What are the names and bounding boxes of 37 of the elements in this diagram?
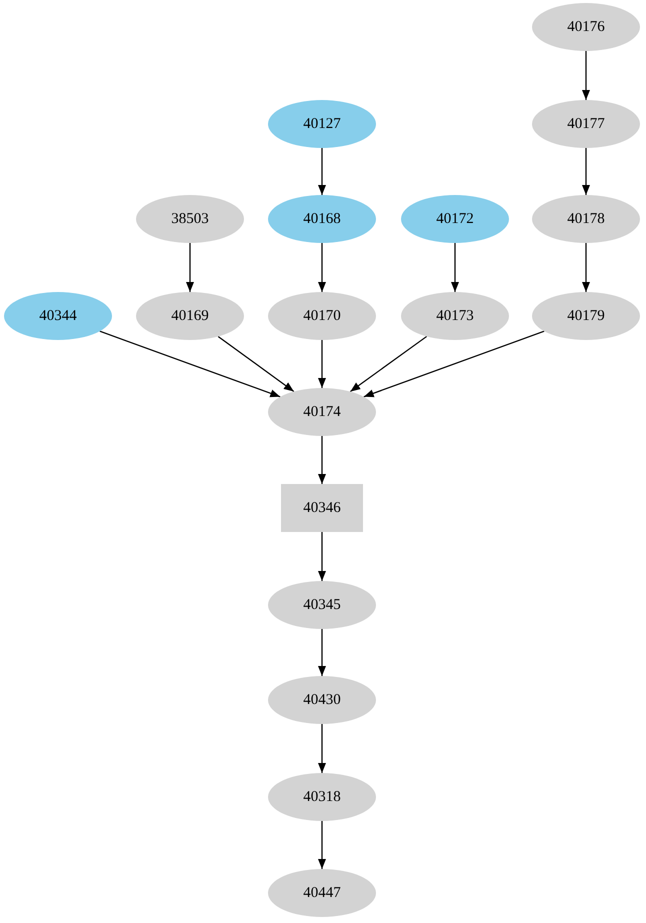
process-box bbox=[281, 484, 363, 532]
arrow bbox=[364, 330, 544, 398]
arrow bbox=[582, 51, 590, 100]
arrow bbox=[582, 243, 590, 292]
arrow bbox=[318, 629, 326, 676]
node-label: 38503 bbox=[171, 210, 209, 228]
node-label: 40169 bbox=[171, 308, 209, 324]
node-label: 40447 bbox=[303, 884, 341, 902]
node-label: 40173 bbox=[436, 308, 474, 324]
arrow bbox=[582, 148, 590, 195]
node-label: 40345 bbox=[303, 596, 341, 614]
arrow bbox=[318, 532, 326, 581]
arrow bbox=[218, 336, 294, 392]
arrow bbox=[318, 243, 326, 292]
arrow bbox=[451, 243, 459, 292]
arrow bbox=[318, 340, 326, 388]
node-label: 40177 bbox=[567, 116, 605, 132]
node-label: 40346 bbox=[303, 500, 341, 516]
arrow bbox=[100, 330, 280, 398]
ellipse-node bbox=[268, 388, 376, 436]
node-label: 40178 bbox=[567, 210, 605, 228]
arrow bbox=[318, 821, 326, 869]
arrow bbox=[318, 436, 326, 484]
arrow bbox=[186, 243, 194, 292]
node-label: 40176 bbox=[567, 18, 605, 36]
arrow bbox=[318, 148, 326, 195]
node-label: 40170 bbox=[303, 308, 341, 324]
arrow bbox=[318, 724, 326, 773]
node-label: 40127 bbox=[303, 116, 341, 132]
node-label: 40174 bbox=[303, 404, 341, 420]
node-label: 40172 bbox=[436, 210, 474, 228]
node-label: 40179 bbox=[567, 308, 605, 324]
arrow bbox=[350, 336, 428, 392]
node-label: 40168 bbox=[303, 210, 341, 228]
node-label: 40430 bbox=[303, 692, 341, 708]
node-label: 40318 bbox=[303, 788, 341, 806]
node-label: 40344 bbox=[39, 308, 77, 324]
